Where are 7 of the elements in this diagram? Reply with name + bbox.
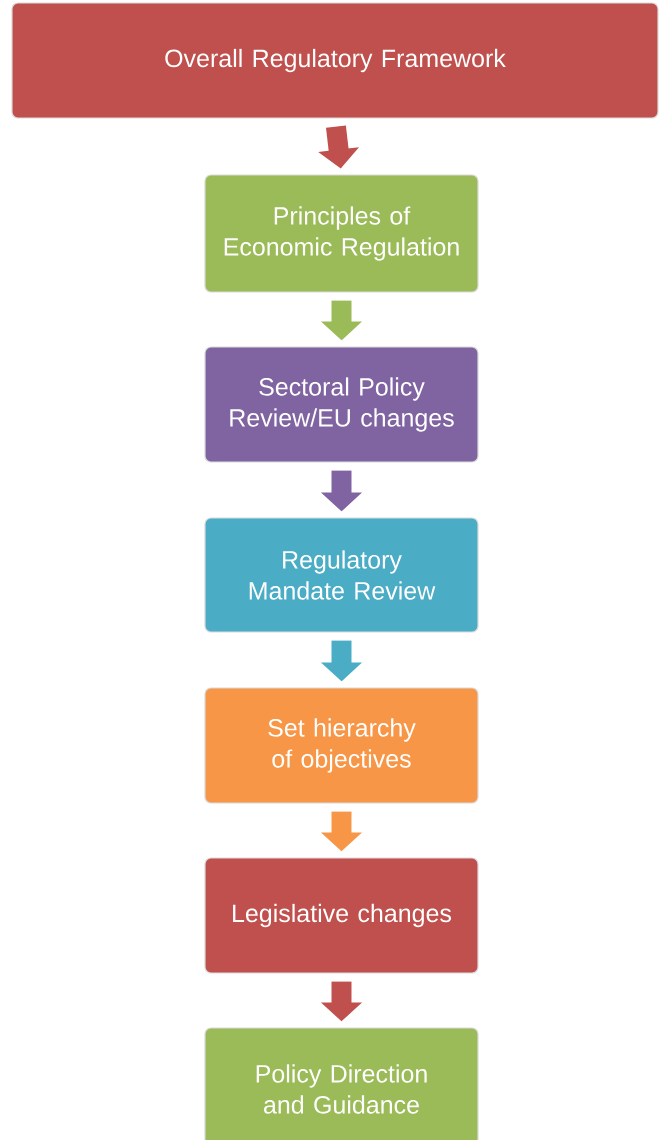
process-box: Principles of Economic Regulation [204,174,479,293]
process-box: Overall Regulatory Framework [11,2,659,119]
process-box: Sectoral Policy Review/EU changes [204,346,479,463]
process-box: Legislative changes [204,857,479,974]
process-box: Set hierarchy of objectives [204,687,479,804]
process-box: Regulatory Mandate Review [204,517,479,633]
process-box: Policy Direction and Guidance [204,1027,479,1140]
